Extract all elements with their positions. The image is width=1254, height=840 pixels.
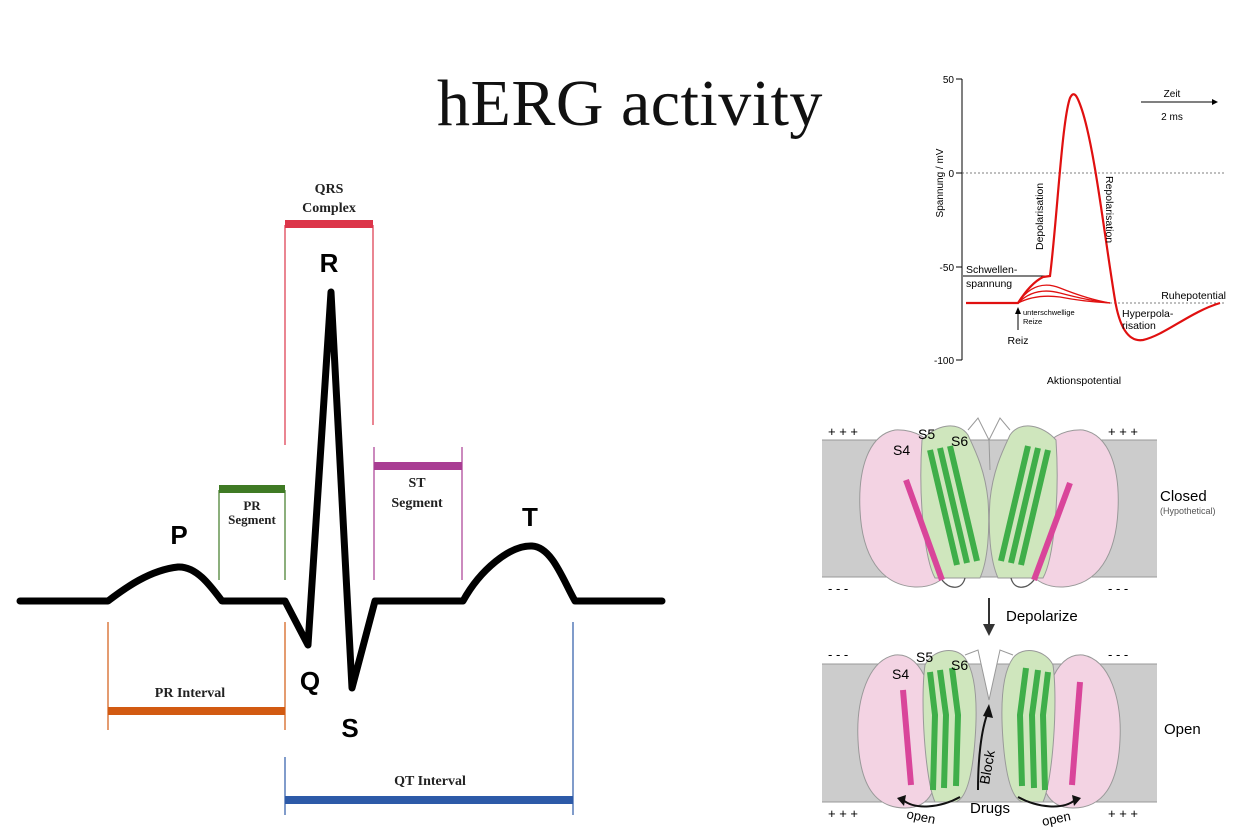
t-wave-label: T — [522, 502, 538, 532]
charges-label: - - - — [828, 647, 848, 662]
ecg-trace — [20, 292, 662, 688]
open-channel: - - - - - - + + + + + + S4 S5 S6 Open Bl… — [822, 647, 1201, 829]
pr-interval-bracket: PR Interval — [108, 622, 285, 730]
qt-interval-label: QT Interval — [394, 774, 466, 789]
threshold-label: spannung — [966, 278, 1012, 290]
charges-label: - - - — [1108, 581, 1128, 596]
drugs-label: Drugs — [970, 800, 1010, 817]
pr-interval-label: PR Interval — [155, 686, 225, 701]
resting-potential-label: Ruhepotential — [1161, 290, 1226, 302]
charges-label: + + + — [828, 424, 858, 439]
s5-label: S5 — [918, 426, 935, 442]
charges-label: + + + — [1108, 424, 1138, 439]
subthreshold-trace — [1018, 291, 1110, 303]
action-potential-plot: 50 0 -50 -100 Spannung / mV Zeit 2 ms De… — [934, 75, 1226, 387]
repolarisation-label: Repolarisation — [1103, 176, 1115, 243]
hyperpolarisation-label: Hyperpola- — [1122, 308, 1174, 320]
pr-segment-label: PR — [243, 498, 261, 513]
time-scale-value: 2 ms — [1161, 112, 1183, 123]
s5-label: S5 — [916, 649, 933, 665]
charges-label: + + + — [1108, 806, 1138, 821]
open-state-label: Open — [1164, 721, 1201, 738]
p-wave-label: P — [170, 520, 187, 550]
s-wave-label: S — [341, 713, 358, 743]
subthreshold-label: unterschwellige — [1023, 308, 1075, 317]
hyperpolarisation-label: risation — [1122, 320, 1156, 332]
y-tick-label: -50 — [940, 263, 955, 274]
q-wave-label: Q — [300, 666, 320, 696]
r-wave-label: R — [320, 248, 339, 278]
depolarisation-label: Depolarisation — [1034, 183, 1046, 250]
charges-label: - - - — [828, 581, 848, 596]
depolarize-label: Depolarize — [1006, 608, 1078, 625]
qrs-complex-label: QRS — [315, 182, 344, 197]
qt-interval-bracket: QT Interval — [285, 622, 573, 815]
plot-caption: Aktionspotential — [1047, 375, 1121, 387]
time-scale-label: Zeit — [1164, 89, 1181, 100]
ecg-diagram: QRS Complex PR Segment ST Segment PR Int… — [20, 182, 662, 815]
st-segment-label: ST — [408, 476, 426, 491]
s6-label: S6 — [951, 657, 968, 673]
qrs-complex-label: Complex — [302, 201, 356, 216]
y-axis-label: Spannung / mV — [935, 148, 946, 217]
y-tick-label: 0 — [948, 169, 954, 180]
threshold-label: Schwellen- — [966, 264, 1018, 276]
action-potential-trace — [966, 94, 1220, 340]
closed-channel: + + + + + + - - - - - - S4 S5 S6 Closed … — [822, 418, 1216, 596]
st-segment-bracket: ST Segment — [374, 447, 462, 580]
herg-channel-diagram: + + + + + + - - - - - - S4 S5 S6 Closed … — [822, 418, 1216, 829]
s6-label: S6 — [951, 433, 968, 449]
s4-label: S4 — [892, 666, 909, 682]
st-segment-label: Segment — [391, 496, 443, 511]
pr-segment-label: Segment — [228, 512, 276, 527]
hypothetical-label: (Hypothetical) — [1160, 506, 1216, 516]
open-arrow-label: open — [1041, 808, 1072, 829]
stimulus-label: Reiz — [1007, 335, 1028, 347]
subthreshold-label: Reize — [1023, 317, 1042, 326]
pr-segment-bracket: PR Segment — [219, 489, 285, 580]
charges-label: + + + — [828, 806, 858, 821]
y-tick-label: -100 — [934, 356, 954, 367]
closed-state-label: Closed — [1160, 488, 1207, 505]
depolarize-arrow: Depolarize — [983, 598, 1078, 636]
y-tick-label: 50 — [943, 75, 955, 86]
charges-label: - - - — [1108, 647, 1128, 662]
s4-label: S4 — [893, 442, 910, 458]
open-arrow-label: open — [905, 806, 936, 827]
